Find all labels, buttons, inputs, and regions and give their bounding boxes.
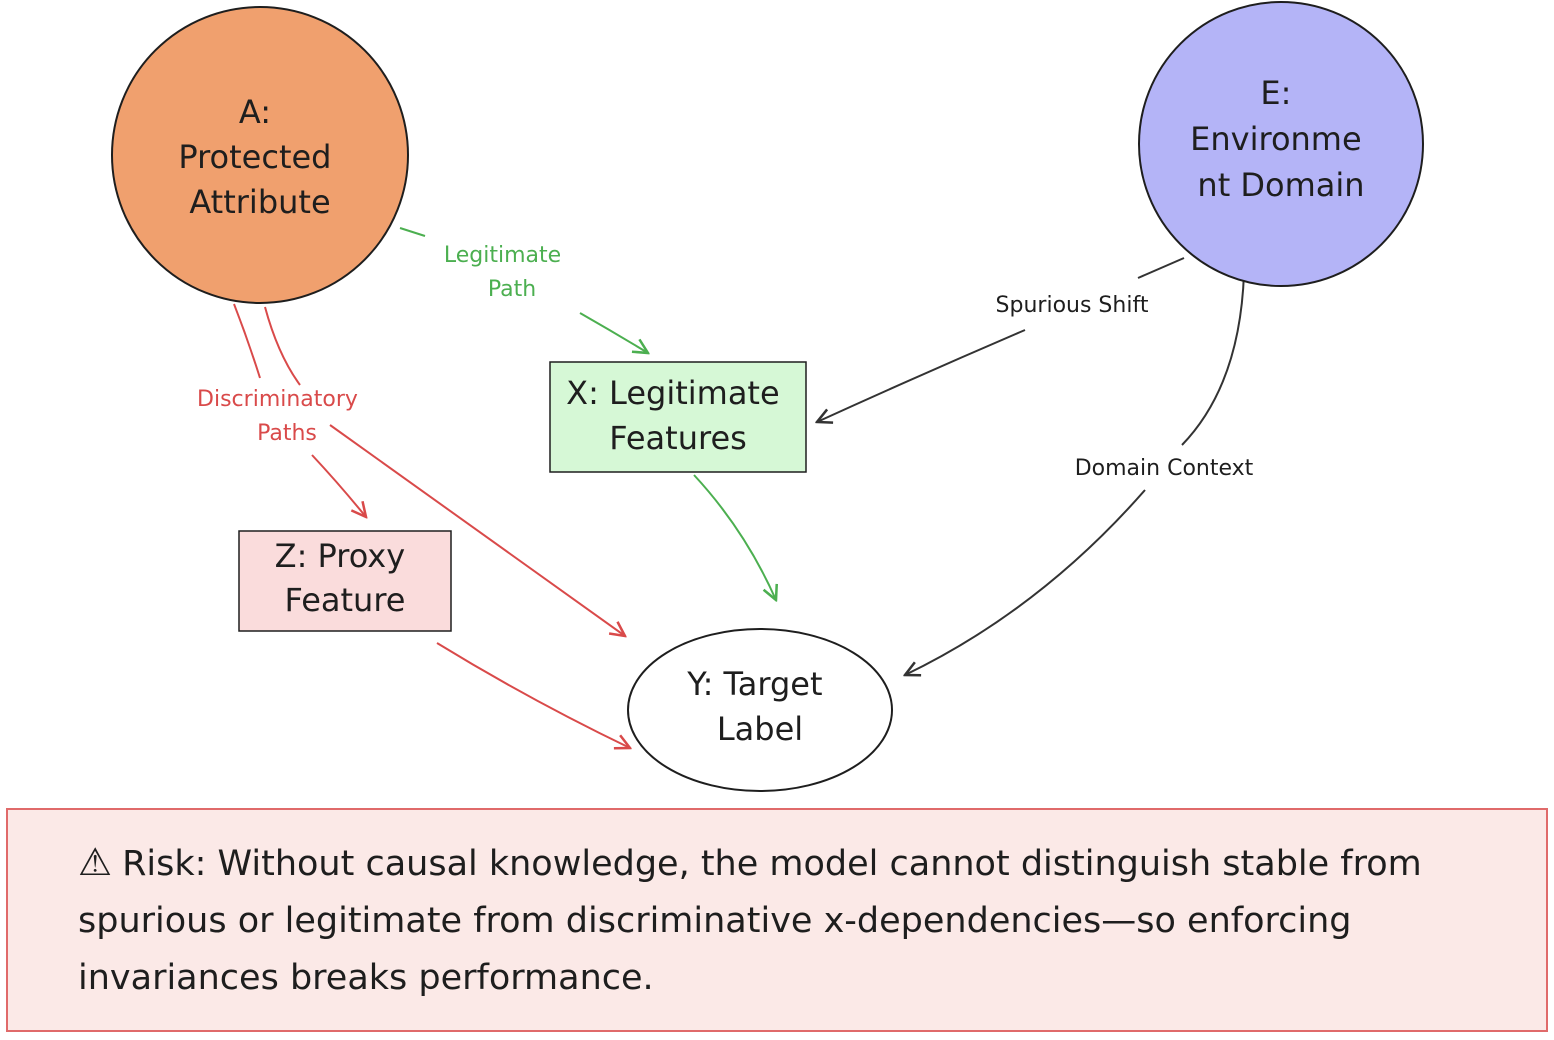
edge-e-to-x: Spurious Shift (817, 257, 1185, 422)
node-target-label: Y: Target Label (627, 628, 893, 792)
edge-a-to-z (233, 303, 366, 517)
edge-z-to-y (436, 642, 630, 748)
risk-callout: ⚠Risk: Without causal knowledge, the mod… (6, 808, 1548, 1032)
svg-text:Y: Target Label: Y: Target Label (686, 665, 832, 748)
svg-text:X: Legitimate Features: X: Legitimate Features (566, 374, 790, 457)
svg-text:E: Environme nt Do: E: Environme nt Domain (1190, 74, 1372, 204)
risk-message: ⚠Risk: Without causal knowledge, the mod… (78, 834, 1518, 1007)
node-environment-domain: E: Environme nt Domain (1138, 1, 1424, 287)
node-protected-attribute: A: Protected Attribute (111, 6, 409, 304)
node-proxy-feature: Z: Proxy Feature (238, 530, 452, 632)
svg-text:Z: Proxy Feature: Z: Proxy Feature (275, 537, 416, 619)
edge-x-to-y (693, 474, 776, 600)
svg-text:A: Protected Attri: A: Protected Attribute (178, 93, 341, 221)
edge-label-discriminatory-paths: Discriminatory Paths (197, 387, 365, 446)
edge-a-to-y: Discriminatory Paths (197, 306, 625, 636)
edge-label-legitimate-path: Legitimate Path (444, 243, 568, 302)
edge-label-spurious-shift: Spurious Shift (996, 293, 1149, 318)
edge-e-to-y: Domain Context (905, 272, 1254, 675)
edge-a-to-x: Legitimate Path (399, 227, 648, 353)
edge-label-domain-context: Domain Context (1075, 456, 1254, 481)
warning-icon: ⚠ (78, 840, 113, 884)
risk-text: Risk: Without causal knowledge, the mode… (78, 844, 1422, 998)
node-legitimate-features: X: Legitimate Features (549, 361, 807, 473)
